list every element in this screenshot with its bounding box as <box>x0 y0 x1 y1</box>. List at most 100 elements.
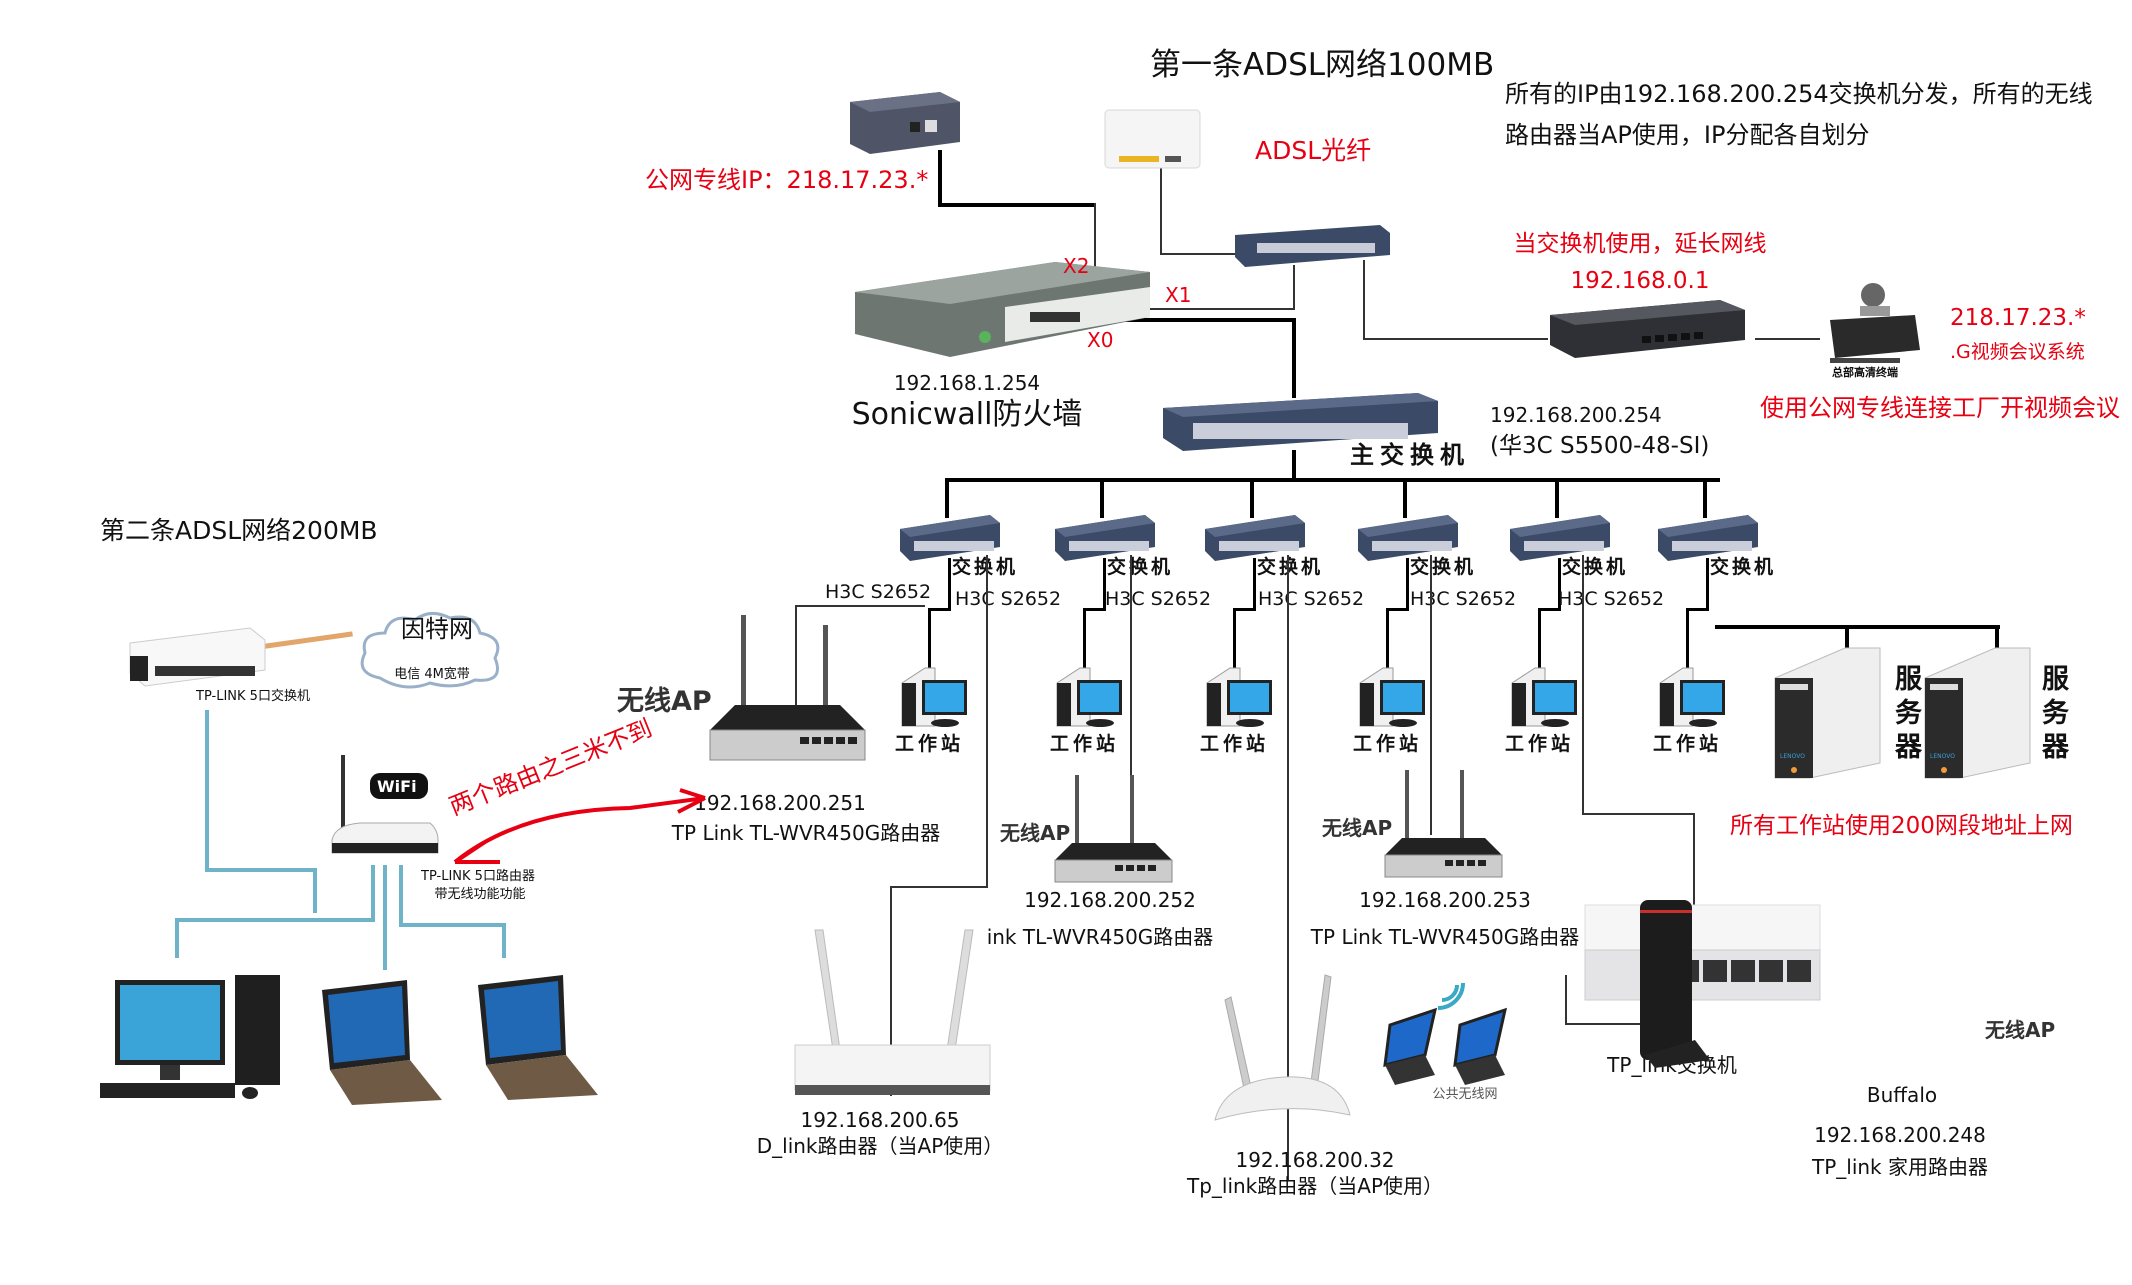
access-switch-model: H3C S2652 <box>955 588 1062 610</box>
sonicwall-firewall-icon <box>855 262 1150 357</box>
workstation-label: 工作站 <box>1653 733 1723 755</box>
access-switch-label: 交换机 <box>1107 556 1174 578</box>
dlink-router-ip: 192.168.200.65 <box>800 1108 960 1132</box>
video-conference-icon <box>1830 283 1920 363</box>
port-x1-label: X1 <box>1165 283 1192 307</box>
adsl-fiber-label: ADSL光纤 <box>1255 136 1372 165</box>
cable <box>1430 555 1432 835</box>
adsl1-title: 第一条ADSL网络100MB <box>1150 47 1495 83</box>
cable <box>1565 975 1567 1025</box>
cable <box>1094 203 1096 313</box>
tplink-5port-switch-icon <box>129 627 266 687</box>
buffalo-router-icon <box>1640 900 1710 1068</box>
cable <box>175 918 375 922</box>
ap251-ip: 192.168.200.251 <box>694 791 866 815</box>
core-switch-model: (华3C S5500-48-SI) <box>1490 433 1710 459</box>
buffalo-brand: Buffalo <box>1866 1083 1938 1107</box>
cable <box>205 710 209 870</box>
cable <box>890 886 892 1096</box>
port-x0-label: X0 <box>1087 328 1114 352</box>
note-line-1: 所有的IP由192.168.200.254交换机分发，所有的无线 <box>1505 80 2093 108</box>
cable <box>1582 555 1584 815</box>
cable <box>1538 608 1561 611</box>
workstation-icon <box>1511 667 1577 727</box>
ap251-name: TP Link TL-WVR450G路由器 <box>671 821 941 845</box>
cable <box>1558 558 1561 610</box>
dlink-switch-icon <box>1550 300 1745 358</box>
ap-tag: 无线AP <box>1000 821 1071 845</box>
ap-tag: 无线AP <box>1985 1018 2056 1042</box>
cable <box>938 203 1096 207</box>
cable <box>1363 260 1365 340</box>
backbone-bus <box>945 478 1720 482</box>
cable <box>258 631 353 650</box>
cable <box>502 923 506 958</box>
public-wifi-laptops-icon <box>1383 982 1508 1085</box>
cable <box>928 608 951 611</box>
video-terminal-caption: 总部高清终端 <box>1832 366 1898 379</box>
core-switch-ip: 192.168.200.254 <box>1490 403 1662 427</box>
cable <box>1233 608 1236 670</box>
cable <box>1686 608 1689 670</box>
access-switch-icon <box>1055 515 1155 561</box>
cable <box>1083 608 1086 670</box>
cable <box>1090 318 1295 322</box>
access-switch-icon <box>1510 515 1610 561</box>
wireless-ap-252-icon <box>1054 775 1173 883</box>
isp-label: 电信 4M宽带 <box>394 667 470 682</box>
video-ip: 218.17.23.* <box>1950 305 2086 331</box>
cable <box>1130 555 1132 835</box>
public-line-label: 公网专线IP：218.17.23.* <box>645 166 929 194</box>
laptop-icon <box>478 975 598 1100</box>
cable <box>1565 1023 1643 1025</box>
workstation-icon <box>1056 667 1122 727</box>
cable <box>1233 608 1256 611</box>
core-switch-icon <box>1163 393 1438 451</box>
svg-text:WiFi: WiFi <box>377 777 417 796</box>
cable <box>313 868 317 913</box>
dlink-ip: 192.168.0.1 <box>1570 268 1710 294</box>
cable <box>1287 555 1289 1180</box>
laptop-icon <box>322 980 442 1105</box>
access-switch-label: 交换机 <box>952 556 1019 578</box>
adsl-modem-icon <box>1104 109 1201 169</box>
cable <box>1386 608 1409 611</box>
core-switch-name: 主交换机 <box>1350 440 1470 469</box>
cable <box>205 868 315 872</box>
leased-line-device-icon <box>850 92 960 154</box>
tplink-router-ip: 192.168.200.32 <box>1235 1148 1395 1172</box>
wireless-ap-253-icon <box>1384 770 1503 878</box>
access-switch-model: H3C S2652 <box>1410 588 1517 610</box>
distance-arrow-icon <box>453 788 706 864</box>
cable <box>1686 608 1709 611</box>
workstation-label: 工作站 <box>1505 733 1575 755</box>
cable <box>1845 625 1849 655</box>
cable <box>948 558 951 610</box>
cable <box>1160 253 1240 255</box>
sonicwall-name: Sonicwall防火墙 <box>851 397 1083 432</box>
cable <box>1160 165 1162 255</box>
access-switch-label: 交换机 <box>1257 556 1324 578</box>
access-switch-model: H3C S2652 <box>1558 588 1665 610</box>
internet-cloud-icon <box>360 612 500 689</box>
cable <box>175 918 179 958</box>
dlink-note: 当交换机使用，延长网线 <box>1513 231 1767 257</box>
desktop-pc-icon <box>100 975 280 1099</box>
access-switch-model: H3C S2652 <box>1258 588 1365 610</box>
tplink-router-icon <box>1214 974 1351 1121</box>
workstation-icon <box>1359 667 1425 727</box>
cable <box>1386 608 1389 670</box>
access-switch-label: 交换机 <box>1410 556 1477 578</box>
dlink-router-icon <box>794 929 991 1095</box>
cable <box>1253 558 1256 610</box>
cable <box>945 480 949 518</box>
cable <box>1703 480 1707 518</box>
ap-tag: 无线AP <box>1322 816 1393 840</box>
ap252-ip: 192.168.200.252 <box>1024 888 1196 912</box>
tplink-wifi-router-icon: WiFi <box>331 755 439 854</box>
cable <box>928 608 931 670</box>
access-switch-label: 交换机 <box>1710 556 1777 578</box>
cable <box>1363 338 1548 340</box>
workstation-label: 工作站 <box>1353 733 1423 755</box>
cable <box>383 865 387 970</box>
